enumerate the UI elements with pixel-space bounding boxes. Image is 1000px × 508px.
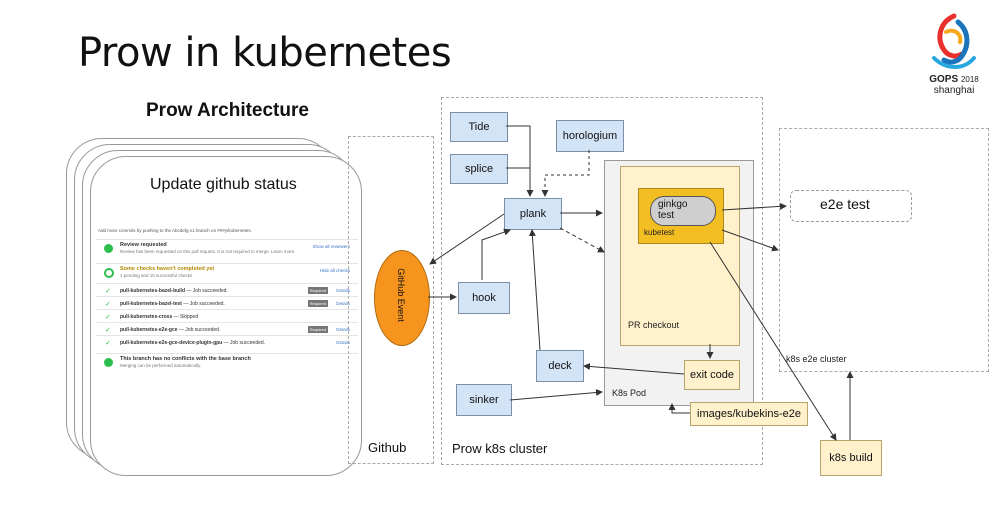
e2e-cluster-label: k8s e2e cluster bbox=[786, 354, 847, 364]
e2e-test-label: e2e test bbox=[820, 196, 870, 212]
review-status-icon bbox=[104, 244, 113, 253]
prow-cluster-region bbox=[441, 97, 763, 465]
review-row: Review requested Review has been request… bbox=[96, 239, 358, 258]
checks-row: Some checks haven't completed yet 1 pend… bbox=[96, 263, 358, 282]
slide-title: Prow in kubernetes bbox=[78, 30, 452, 76]
check-icon: ✓ bbox=[105, 314, 111, 321]
github-label: Github bbox=[368, 440, 407, 455]
gops-logo-text: GOPS 2018 shanghai bbox=[929, 74, 979, 96]
tide-node: Tide bbox=[450, 112, 508, 142]
check-icon: ✓ bbox=[105, 288, 111, 295]
kubetest-label: kubetest bbox=[644, 228, 675, 237]
card-title: Update github status bbox=[150, 176, 297, 193]
check-row: ✓ pull-kubernetes-e2e-gce-device-plugin-… bbox=[96, 335, 358, 349]
gops-logo-icon bbox=[932, 13, 976, 69]
kubekins-image-node: images/kubekins-e2e bbox=[690, 402, 808, 426]
merge-row: This branch has no conflicts with the ba… bbox=[96, 353, 358, 376]
check-row: ✓ pull-kubernetes-e2e-gce — Job succeede… bbox=[96, 322, 358, 336]
show-reviewers-link[interactable]: Show all reviewers bbox=[312, 244, 350, 249]
hide-checks-link[interactable]: Hide all checks bbox=[319, 268, 350, 273]
splice-node: splice bbox=[450, 154, 508, 184]
merge-status-icon bbox=[104, 358, 113, 367]
check-icon: ✓ bbox=[105, 340, 111, 347]
horologium-node: horologium bbox=[556, 120, 624, 152]
k8s-pod-label: K8s Pod bbox=[612, 388, 647, 398]
plank-node: plank bbox=[504, 198, 562, 230]
e2e-cluster-region bbox=[779, 128, 989, 372]
check-row: ✓ pull-kubernetes-bazel-build — Job succ… bbox=[96, 283, 358, 297]
ginkgo-test-label: ginkgo test bbox=[658, 199, 688, 221]
details-link[interactable]: Details bbox=[336, 327, 350, 332]
k8s-build-node: k8s build bbox=[820, 440, 882, 476]
prow-cluster-label: Prow k8s cluster bbox=[452, 441, 548, 456]
hook-node: hook bbox=[458, 282, 510, 314]
details-link[interactable]: Details bbox=[336, 301, 350, 306]
details-link[interactable]: Details bbox=[336, 288, 350, 293]
ginkgo-test-node bbox=[650, 196, 716, 226]
check-icon: ✓ bbox=[105, 301, 111, 308]
github-status-panel: Add more commits by pushing to the Abcde… bbox=[96, 225, 358, 377]
pr-checkout-label: PR checkout bbox=[628, 320, 680, 330]
check-row: ✓ pull-kubernetes-cross — Skipped bbox=[96, 309, 358, 323]
check-row: ✓ pull-kubernetes-bazel-test — Job succe… bbox=[96, 296, 358, 310]
details-link[interactable]: Details bbox=[336, 340, 350, 345]
check-icon: ✓ bbox=[105, 327, 111, 334]
exit-code-node: exit code bbox=[684, 360, 740, 390]
github-region bbox=[348, 136, 434, 464]
architecture-title: Prow Architecture bbox=[146, 100, 309, 121]
e2e-test-box bbox=[790, 190, 912, 222]
github-event-node bbox=[374, 250, 430, 346]
checks-pending-icon bbox=[104, 268, 114, 278]
panel-header: Add more commits by pushing to the Abcde… bbox=[98, 228, 252, 233]
